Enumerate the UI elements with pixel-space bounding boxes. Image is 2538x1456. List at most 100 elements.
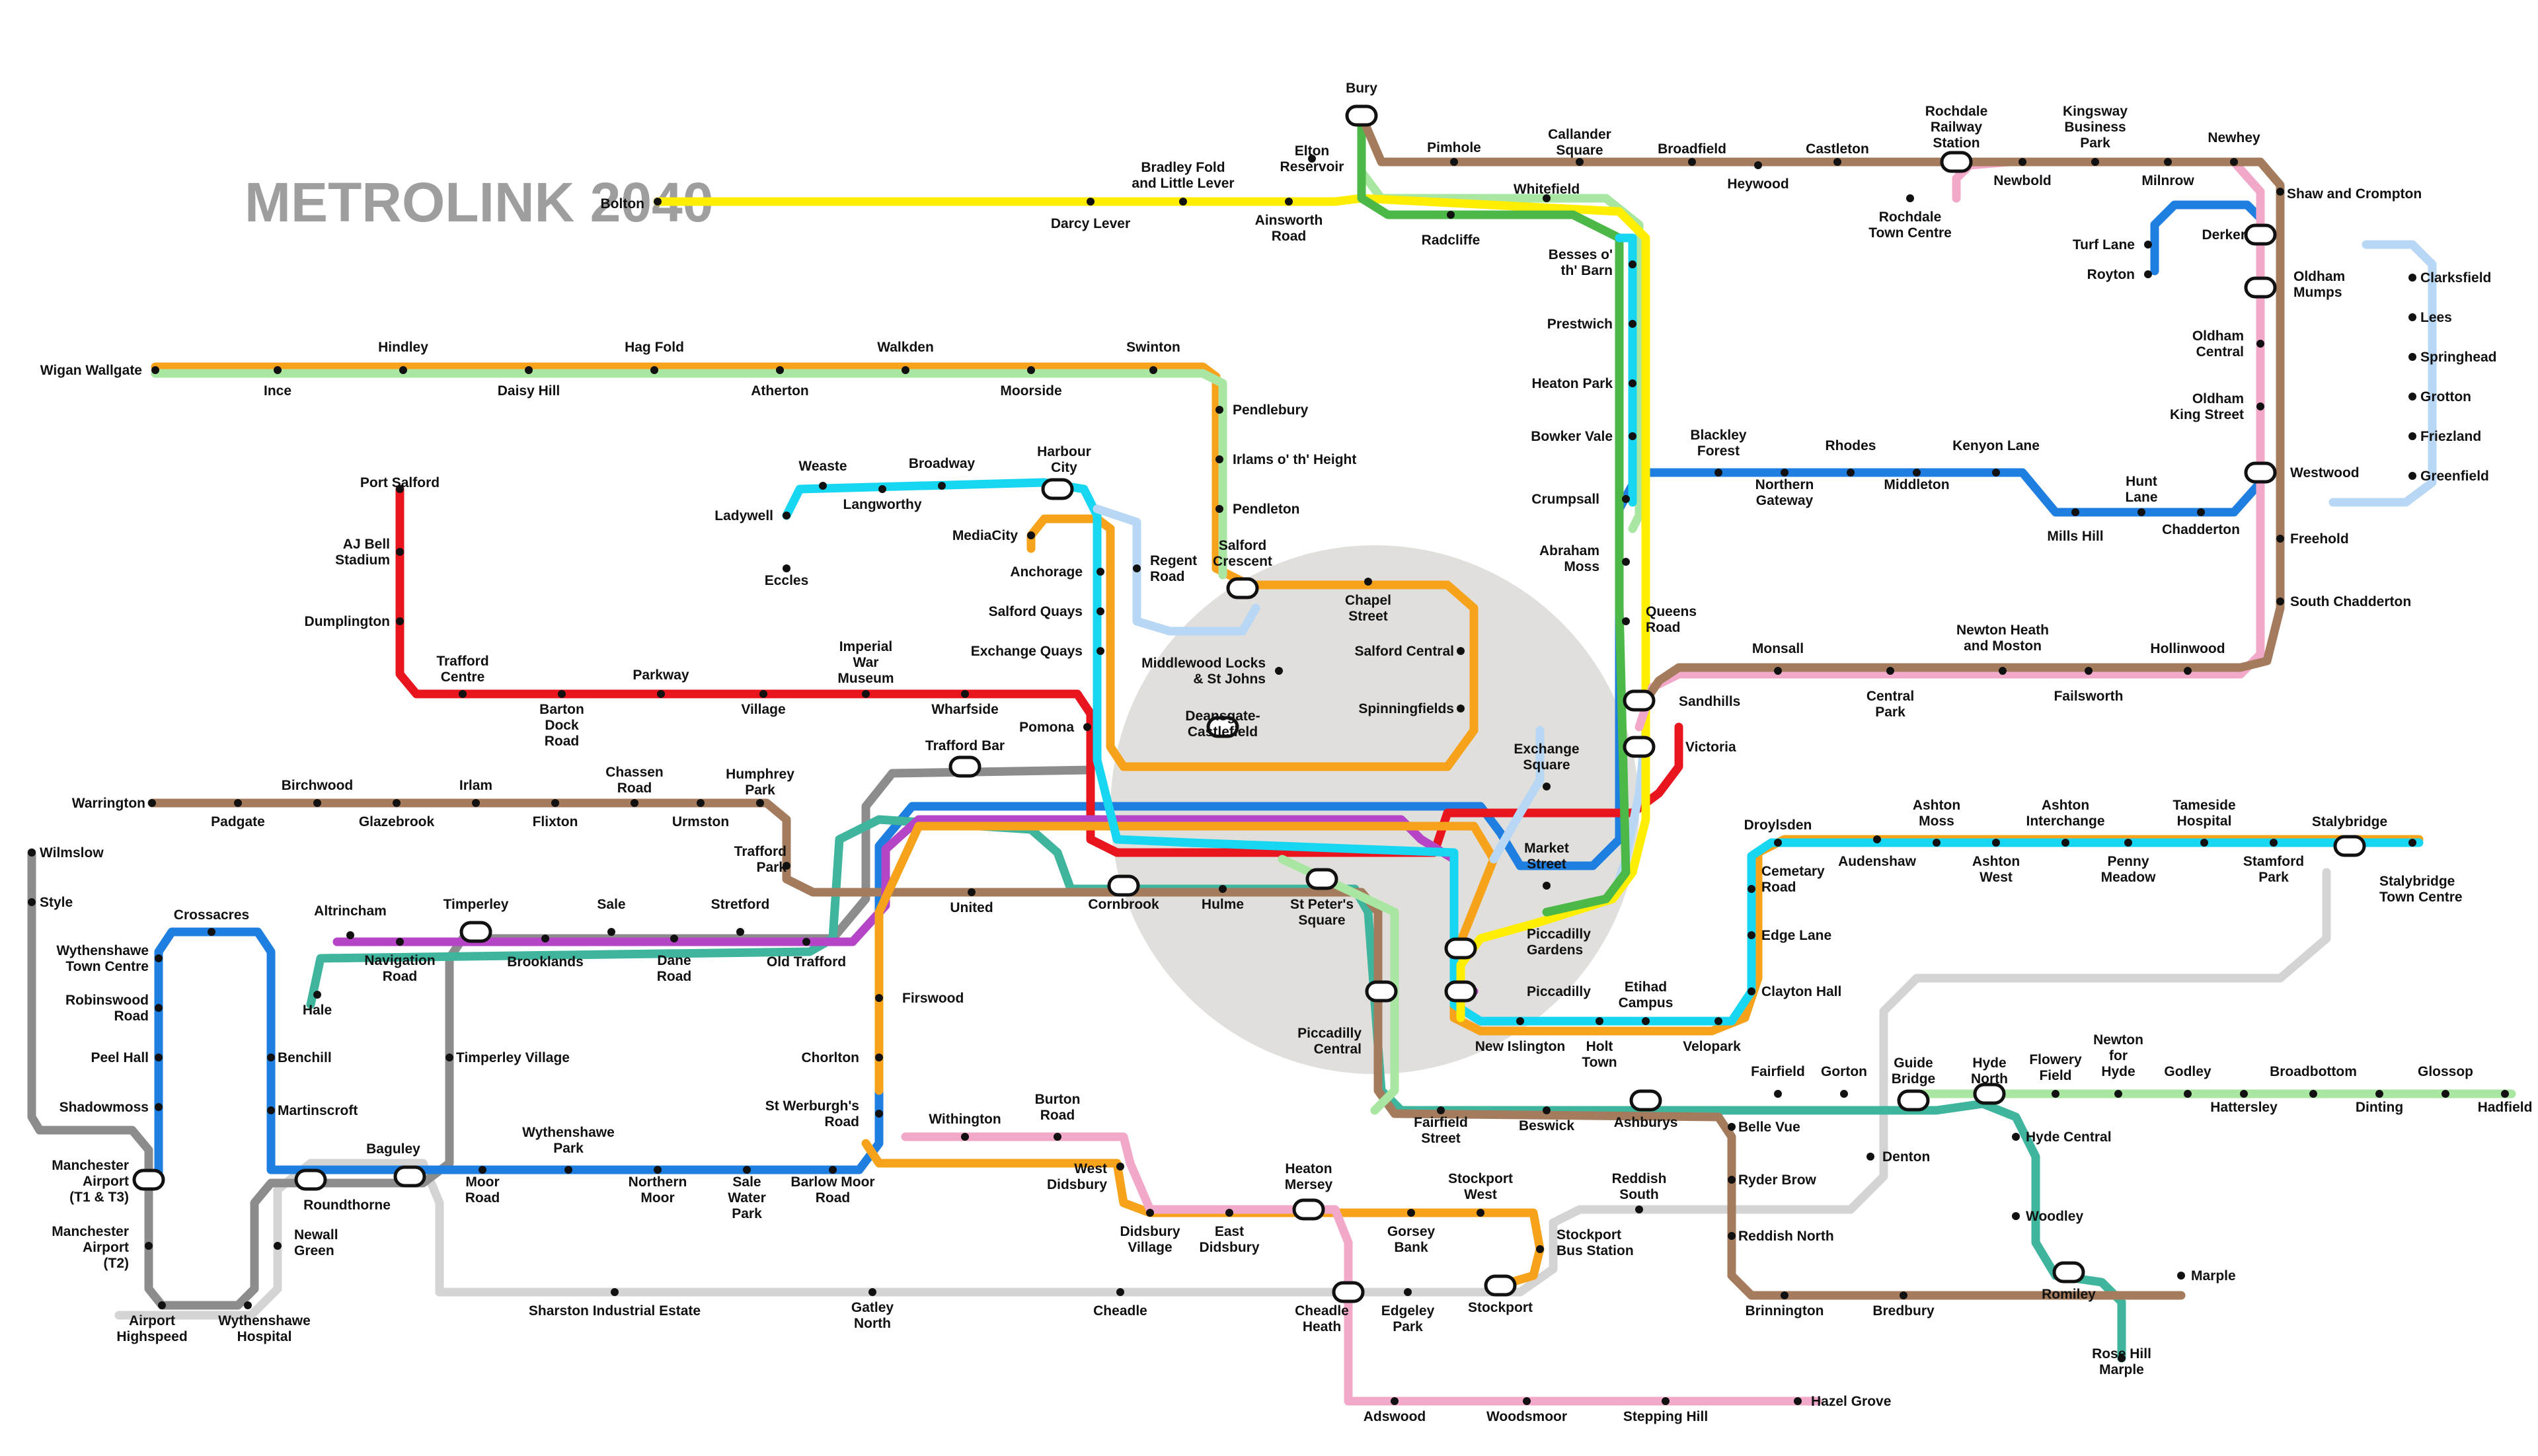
station-label-line: Timperley Village bbox=[456, 1050, 570, 1065]
station-label-line: Timperley bbox=[443, 897, 509, 912]
station-dot-steppinghill bbox=[1662, 1397, 1670, 1405]
station-label-line: Gateway bbox=[1756, 493, 1814, 508]
station-label-line: Friezland bbox=[2420, 429, 2481, 444]
station-dot-flixton bbox=[551, 799, 559, 807]
station-label-bowkervale: Bowker Vale bbox=[1531, 429, 1613, 444]
station-label-line: Chassen bbox=[605, 765, 664, 780]
station-label-line: Failsworth bbox=[2054, 689, 2123, 704]
station-label-line: Road bbox=[1150, 569, 1185, 584]
station-dot-urmston bbox=[697, 799, 705, 807]
station-label-steppinghill: Stepping Hill bbox=[1623, 1409, 1708, 1424]
station-label-line: & St Johns bbox=[1193, 671, 1266, 687]
station-label-line: Brooklands bbox=[507, 954, 584, 970]
station-dot-swinton bbox=[1149, 366, 1157, 374]
station-label-line: Broadfield bbox=[1658, 141, 1726, 157]
station-label-line: Harbour bbox=[1037, 444, 1091, 459]
station-label-style: Style bbox=[40, 895, 73, 910]
station-label-line: Stadium bbox=[335, 553, 390, 568]
station-label-altrincham: Altrincham bbox=[314, 903, 387, 919]
station-dot-birchwood bbox=[313, 799, 321, 807]
station-dot-withington bbox=[961, 1133, 969, 1141]
station-label-line: Town Centre bbox=[1868, 225, 1952, 241]
station-label-line: Park bbox=[756, 860, 787, 875]
station-label-line: Bury bbox=[1346, 81, 1377, 96]
station-dot-salfordcentral bbox=[1457, 647, 1465, 655]
station-label-line: Park bbox=[1875, 705, 1905, 720]
interchange-marker-ashburys bbox=[1629, 1089, 1662, 1112]
station-dot-middleton bbox=[1913, 469, 1921, 477]
station-label-line: Piccadilly bbox=[1297, 1026, 1362, 1041]
station-label-godley: Godley bbox=[2164, 1064, 2211, 1079]
station-label-piccadilly: Piccadilly bbox=[1527, 984, 1591, 999]
station-label-line: Atherton bbox=[751, 383, 809, 399]
station-label-southchad: South Chadderton bbox=[2290, 594, 2411, 609]
station-label-line: Marple bbox=[2191, 1268, 2236, 1284]
station-label-atherton: Atherton bbox=[751, 383, 809, 399]
station-label-line: Street bbox=[1421, 1131, 1461, 1146]
station-label-whitefield: Whitefield bbox=[1514, 182, 1580, 197]
station-label-line: Bolton bbox=[601, 196, 644, 211]
interchange-marker-heatonmersey bbox=[1292, 1198, 1325, 1221]
station-label-newislington: New Islington bbox=[1475, 1039, 1566, 1054]
station-label-prestwich: Prestwich bbox=[1547, 317, 1613, 332]
station-dot-iwm bbox=[862, 690, 870, 698]
station-label-line: Road bbox=[657, 969, 692, 984]
station-label-line: Hag Fold bbox=[625, 340, 684, 355]
station-dot-united bbox=[968, 888, 976, 896]
station-label-line: Chadderton bbox=[2162, 522, 2240, 537]
station-label-stretford: Stretford bbox=[711, 897, 770, 912]
station-dot-blackley bbox=[1714, 469, 1722, 477]
station-label-line: Street bbox=[1348, 609, 1388, 624]
station-label-line: Interchange bbox=[2026, 814, 2104, 829]
station-label-ashburys: Ashburys bbox=[1614, 1115, 1678, 1130]
interchange-marker-traffordbar bbox=[948, 755, 981, 778]
station-label-line: Field bbox=[2039, 1068, 2071, 1083]
station-label-line: Springhead bbox=[2420, 350, 2497, 365]
grey-line-2 bbox=[27, 765, 1095, 1310]
station-label-line: Lees bbox=[2420, 310, 2452, 325]
station-label-line: Heaton Park bbox=[1531, 376, 1613, 391]
cyan-line-25 bbox=[1615, 233, 1637, 507]
station-label-line: Brinnington bbox=[1746, 1303, 1824, 1319]
station-label-line: Park bbox=[732, 1206, 762, 1221]
station-label-line: Navigation bbox=[364, 953, 435, 968]
station-label-peelhall: Peel Hall bbox=[91, 1050, 149, 1065]
station-dot-eccles bbox=[783, 564, 790, 572]
station-label-line: Hollinwood bbox=[2150, 641, 2225, 656]
station-dot-wythtc bbox=[155, 954, 163, 962]
station-dot-hollinwood bbox=[2184, 667, 2192, 675]
lightblue-line-24 bbox=[1489, 726, 1545, 864]
lightblue-line-14 bbox=[2328, 240, 2437, 507]
station-dot-ajbell bbox=[396, 548, 404, 556]
station-label-timperleyvillage: Timperley Village bbox=[456, 1050, 570, 1065]
station-label-line: Flixton bbox=[533, 814, 578, 829]
station-label-line: Spinningfields bbox=[1358, 701, 1454, 716]
station-dot-tamesidehosp bbox=[2200, 839, 2208, 847]
station-dot-velopark bbox=[1714, 1017, 1722, 1025]
interchange-marker-victoria bbox=[1623, 736, 1656, 758]
station-label-velopark: Velopark bbox=[1683, 1039, 1741, 1054]
station-label-hindley: Hindley bbox=[378, 340, 428, 355]
station-label-heatonpark: Heaton Park bbox=[1531, 376, 1613, 391]
station-label-padgate: Padgate bbox=[211, 814, 265, 829]
station-dot-bowkervale bbox=[1629, 432, 1636, 440]
station-dot-pomona bbox=[1083, 723, 1091, 731]
station-label-line: Ashburys bbox=[1614, 1115, 1678, 1130]
orange-line-10 bbox=[874, 822, 2424, 1095]
station-dot-airport2 bbox=[145, 1242, 153, 1250]
station-label-pendlebury: Pendlebury bbox=[1233, 402, 1309, 418]
station-label-withington: Withington bbox=[929, 1112, 1001, 1127]
station-label-warrington: Warrington bbox=[72, 796, 145, 811]
